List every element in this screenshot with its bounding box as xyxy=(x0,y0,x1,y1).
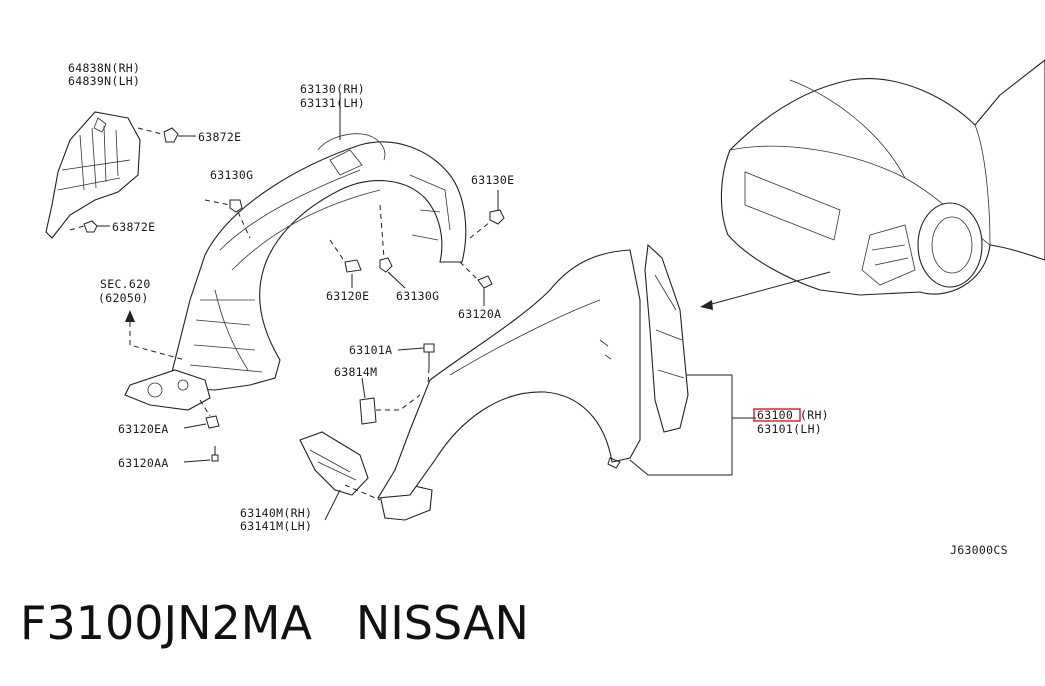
label-sec620: SEC.620 xyxy=(100,277,151,291)
label-63120e: 63120E xyxy=(326,289,369,303)
label-63101a: 63101A xyxy=(349,343,392,357)
label-63872e-top: 63872E xyxy=(198,130,241,144)
fender-bracket-63140m xyxy=(299,431,433,521)
front-fender-part xyxy=(376,243,689,499)
clip-63130g-mid xyxy=(379,204,406,289)
splash-shield-part xyxy=(45,111,141,239)
bolt-63120aa xyxy=(183,446,219,463)
label-63120ea: 63120EA xyxy=(118,422,169,436)
label-63872e-bottom: 63872E xyxy=(112,220,155,234)
label-63814m: 63814M xyxy=(334,365,377,379)
highlight-box-63100 xyxy=(753,408,801,422)
clip-63120e xyxy=(329,239,362,288)
label-63101: 63101(LH) xyxy=(757,422,822,436)
bolt-63101a xyxy=(397,343,435,386)
clip-63120ea xyxy=(183,399,220,429)
label-63140m: 63140M(RH) xyxy=(240,506,312,520)
label-63130g-left: 63130G xyxy=(210,168,253,182)
fender-callout-bracket xyxy=(629,374,756,476)
clip-63814m xyxy=(359,377,421,425)
clip-63130e xyxy=(469,190,505,239)
label-63130: 63130(RH) xyxy=(300,82,365,96)
fender-protector-part xyxy=(124,133,467,411)
clip-63872e-top xyxy=(137,127,196,143)
label-63100-side: (RH) xyxy=(800,408,829,422)
label-64839n: 64839N(LH) xyxy=(68,74,140,88)
label-63120aa: 63120AA xyxy=(118,456,169,470)
part-number: F3100JN2MA xyxy=(20,596,312,650)
brand-name: NISSAN xyxy=(355,596,529,650)
vehicle-reference-arrow xyxy=(700,271,831,310)
diagram-id: J63000CS xyxy=(950,543,1008,557)
clip-63872e-bottom xyxy=(69,220,110,233)
label-63141m: 63141M(LH) xyxy=(240,519,312,533)
clip-63120a xyxy=(459,261,493,306)
label-63130g-mid: 63130G xyxy=(396,289,439,303)
label-63120a: 63120A xyxy=(458,307,501,321)
sec620-reference-arrow xyxy=(125,310,186,361)
label-63131: 63131(LH) xyxy=(300,96,365,110)
label-63100-code[interactable]: 63100 xyxy=(757,408,793,422)
footer-caption: F3100JN2MA NISSAN xyxy=(20,596,529,650)
label-63130e: 63130E xyxy=(471,173,514,187)
vehicle-front-view xyxy=(720,59,1045,296)
label-sec62050: (62050) xyxy=(98,291,149,305)
label-64838n: 64838N(RH) xyxy=(68,61,140,75)
clip-63130g-left xyxy=(204,199,251,239)
